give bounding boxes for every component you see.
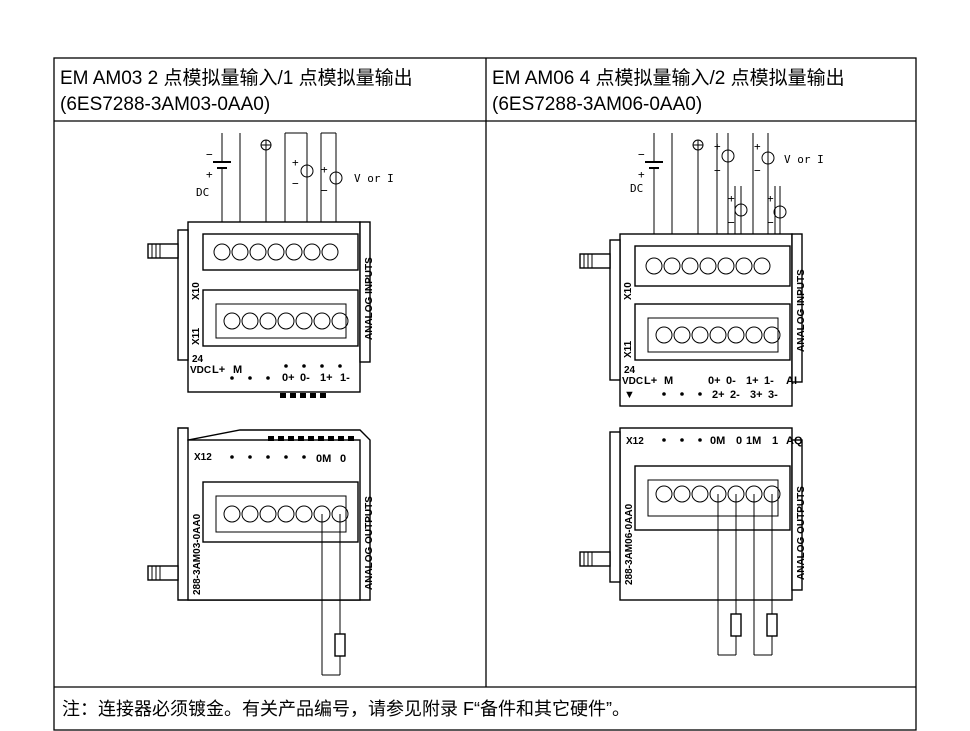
x12-dots-right xyxy=(662,438,702,442)
left-title-line2: (6ES7288-3AM03-0AA0) xyxy=(60,94,270,115)
r-terminal-label-0+: 0+ xyxy=(708,375,721,387)
load-resistor-icon xyxy=(334,633,346,657)
ground-icon-right xyxy=(692,139,704,240)
r-terminal-label-0-: 0- xyxy=(726,375,736,387)
svg-text:+: + xyxy=(206,168,213,181)
module-label-right: 288-3AM06-0AA0 xyxy=(624,503,635,585)
r-terminal-label-1: 1 xyxy=(772,435,778,447)
r-terminal-label-M: M xyxy=(664,375,673,387)
ai-label: AI xyxy=(786,375,797,387)
r-terminal-label-2-: 2- xyxy=(730,389,740,401)
x12-dots xyxy=(230,455,306,459)
aq-label: AQ xyxy=(786,435,803,447)
terminal-label-0: 0 xyxy=(340,453,346,465)
svg-text:−: − xyxy=(767,216,774,229)
r-terminal-label-L+: L+ xyxy=(644,375,657,387)
terminal-label-L+: L+ xyxy=(212,364,225,376)
r-terminal-label-1M: 1M xyxy=(746,435,761,447)
dot-row xyxy=(230,364,342,380)
x10-terminals-right xyxy=(645,257,771,275)
svg-text:−: − xyxy=(292,177,299,190)
right-title-line2: (6ES7288-3AM06-0AA0) xyxy=(492,94,702,115)
x11-terminals-right xyxy=(655,326,781,344)
svg-text:+: + xyxy=(728,192,735,205)
right-title-line1: EM AM06 4 点模拟量输入/2 点模拟量输出 xyxy=(492,67,845,89)
r-terminal-label-0: 0 xyxy=(736,435,742,447)
terminal-label-M: M xyxy=(233,364,242,376)
table-grid xyxy=(53,57,917,731)
svg-text:−: − xyxy=(206,148,213,161)
vdc-label: 24 xyxy=(192,354,204,365)
dc-label-right: DC xyxy=(630,182,643,195)
svg-text:−: − xyxy=(321,184,328,197)
v-or-i-label-right: V or I xyxy=(784,153,824,166)
svg-text:+: + xyxy=(292,156,299,169)
arrow-down-icon: ▼ xyxy=(624,389,635,401)
svg-text:+: + xyxy=(321,163,328,176)
svg-text:VDC: VDC xyxy=(190,365,211,376)
r-terminal-label-1+: 1+ xyxy=(746,375,759,387)
dc-label: DC xyxy=(196,186,209,199)
analog-outputs-side-label-right: ANALOG OUTPUTS xyxy=(796,486,807,580)
r-terminal-label-0M: 0M xyxy=(710,435,725,447)
terminal-label-1+: 1+ xyxy=(320,372,333,384)
x12-label-right: X12 xyxy=(626,436,644,447)
terminal-label-0-: 0- xyxy=(300,372,310,384)
terminal-label-1-: 1- xyxy=(340,372,350,384)
analog-inputs-side-label: ANALOG INPUTS xyxy=(364,257,375,340)
v-or-i-label: V or I xyxy=(354,172,394,185)
x12-label: X12 xyxy=(194,452,212,463)
x10-label: X10 xyxy=(191,282,202,300)
analog-source-2-icon: + − xyxy=(321,163,343,197)
left-module-diagram: − + DC + − + − V or I xyxy=(147,132,394,676)
r-terminal-label-2+: 2+ xyxy=(712,389,725,401)
load-resistor-r2-icon xyxy=(766,613,778,637)
analog-source-1-icon: + − xyxy=(292,156,314,190)
svg-text:+: + xyxy=(767,192,774,205)
x11-label: X11 xyxy=(191,327,202,345)
dc-supply-symbol: − + xyxy=(206,133,231,182)
svg-text:VDC: VDC xyxy=(622,376,643,387)
x11-terminals xyxy=(223,312,349,330)
right-module-diagram: − + DC + − + − + − + − xyxy=(579,133,824,656)
vent-slots xyxy=(280,393,326,398)
x10-terminals xyxy=(213,243,339,261)
dot-row-right xyxy=(662,392,702,396)
svg-text:+: + xyxy=(638,168,645,181)
dc-supply-symbol-right: − + xyxy=(638,133,663,182)
load-resistor-r1-icon xyxy=(730,613,742,637)
analog-inputs-side-label-right: ANALOG INPUTS xyxy=(796,269,807,352)
x10-label-right: X10 xyxy=(623,282,634,300)
module-label-left: 288-3AM03-0AA0 xyxy=(192,513,203,595)
terminal-label-0+: 0+ xyxy=(282,372,295,384)
svg-text:+: + xyxy=(754,140,761,153)
svg-text:−: − xyxy=(754,164,761,177)
analog-outputs-side-label: ANALOG OUTPUTS xyxy=(364,496,375,590)
x11-label-right: X11 xyxy=(623,340,634,358)
svg-text:24: 24 xyxy=(624,365,636,376)
vent-slots-bottom xyxy=(268,436,354,441)
left-title-line1: EM AM03 2 点模拟量输入/1 点模拟量输出 xyxy=(60,67,413,89)
r-terminal-label-3-: 3- xyxy=(768,389,778,401)
r-terminal-label-3+: 3+ xyxy=(750,389,763,401)
ground-icon xyxy=(260,139,272,228)
r-terminal-label-1-: 1- xyxy=(764,375,774,387)
svg-text:−: − xyxy=(638,148,645,161)
footnote: 注：连接器必须镀金。有关产品编号，请参见附录 F“备件和其它硬件”。 xyxy=(62,699,630,719)
terminal-label-0M: 0M xyxy=(316,453,331,465)
svg-text:−: − xyxy=(728,216,735,229)
